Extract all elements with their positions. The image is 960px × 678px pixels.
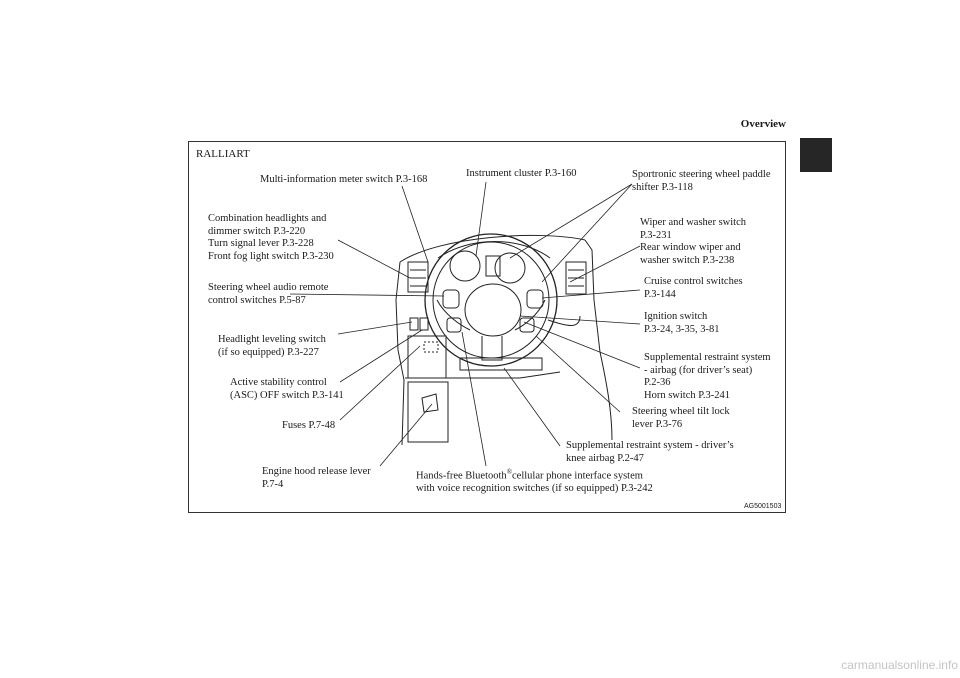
watermark-text: carmanualsonline.info xyxy=(841,658,958,672)
section-tab xyxy=(800,138,832,172)
label-cruise-control: Cruise control switches P.3-144 xyxy=(644,276,743,300)
label-headlight-leveling: Headlight leveling switch (if so equippe… xyxy=(218,334,326,358)
figure-image-code: AG5001503 xyxy=(744,503,782,510)
label-hood-release: Engine hood release lever P.7-4 xyxy=(262,466,371,490)
label-srs-airbag: Supplemental restraint system - airbag (… xyxy=(644,352,771,401)
label-tilt-lock-lever: Steering wheel tilt lock lever P.3-76 xyxy=(632,406,730,430)
label-multi-information-switch: Multi-information meter switch P.3-168 xyxy=(260,174,428,185)
label-asc-off-switch: Active stability control (ASC) OFF switc… xyxy=(230,377,344,401)
label-fuses: Fuses P.7-48 xyxy=(282,420,336,431)
label-bluetooth-interface: Hands-free Bluetooth®cellular phone inte… xyxy=(416,468,653,494)
page-header-title: Overview xyxy=(740,118,786,130)
label-audio-remote: Steering wheel audio remote control swit… xyxy=(208,282,329,306)
label-ignition-switch: Ignition switch P.3-24, 3-35, 3-81 xyxy=(644,311,720,335)
label-combination-headlights: Combination headlights and dimmer switch… xyxy=(208,213,334,262)
model-variant-label: RALLIART xyxy=(196,148,250,160)
figure-frame xyxy=(188,141,786,513)
label-paddle-shifter: Sportronic steering wheel paddle shifter… xyxy=(632,169,771,193)
label-wiper-switch: Wiper and washer switch P.3-231 Rear win… xyxy=(640,217,746,266)
label-knee-airbag: Supplemental restraint system - driver’s… xyxy=(566,440,734,464)
label-instrument-cluster: Instrument cluster P.3-160 xyxy=(466,168,577,179)
